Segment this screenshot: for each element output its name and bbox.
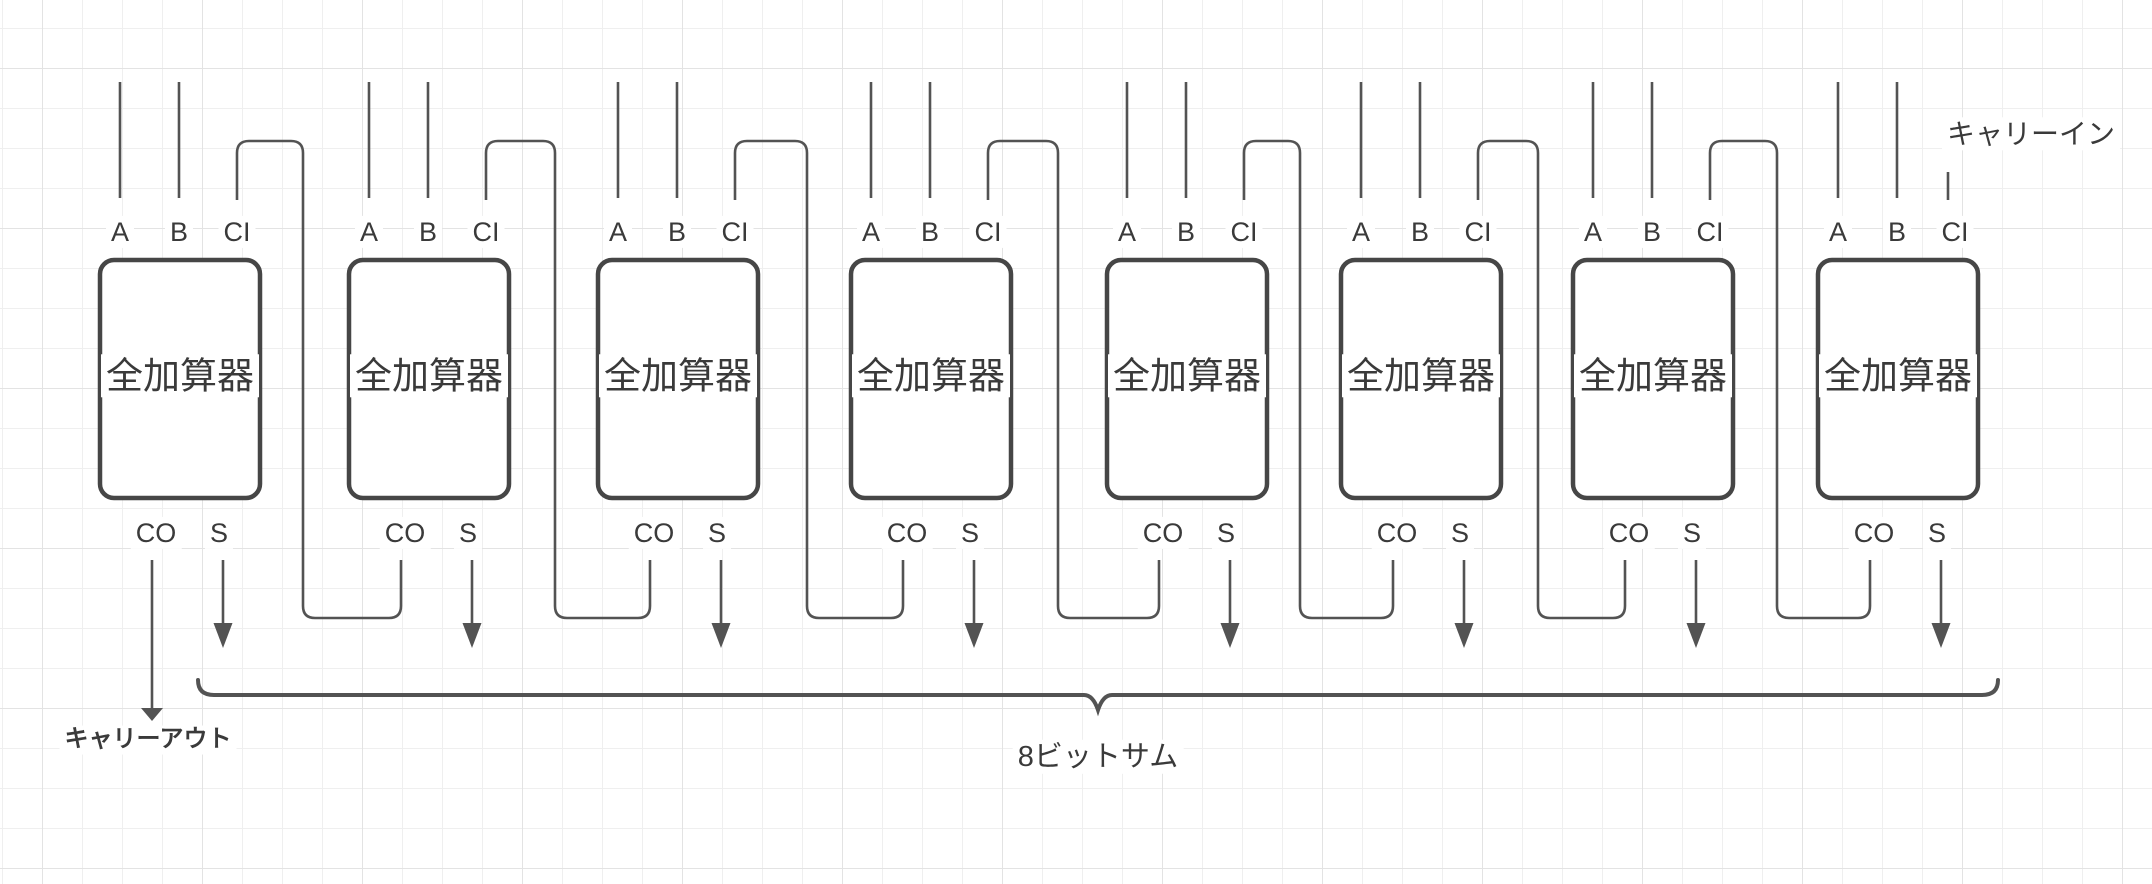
port-label-ci-6: CI [1459, 215, 1497, 249]
port-label-a-1: A [105, 215, 135, 249]
full-adder-2-label: 全加算器 [350, 354, 508, 398]
port-label-co-4: CO [881, 516, 933, 550]
port-label-b-7: B [1637, 215, 1667, 249]
port-label-b-4: B [915, 215, 945, 249]
carry-wire-5 [1242, 139, 1395, 620]
port-label-b-1: B [164, 215, 194, 249]
port-label-a-7: A [1578, 215, 1608, 249]
port-label-co-1: CO [130, 516, 182, 550]
port-label-s-6: S [1445, 516, 1475, 550]
port-label-b-3: B [662, 215, 692, 249]
port-label-a-6: A [1346, 215, 1376, 249]
carry-in-label: キャリーイン [1941, 117, 2121, 151]
sum-arrowhead-1 [213, 623, 233, 648]
full-adder-8-label: 全加算器 [1819, 354, 1977, 398]
sum-arrowhead-3 [711, 623, 731, 648]
port-label-co-3: CO [628, 516, 680, 550]
port-label-co-7: CO [1603, 516, 1655, 550]
carry-out-arrowhead [141, 708, 163, 721]
port-label-b-8: B [1882, 215, 1912, 249]
sum-arrowhead-2 [462, 623, 482, 648]
port-label-b-6: B [1405, 215, 1435, 249]
port-label-s-5: S [1211, 516, 1241, 550]
sum-arrowhead-6 [1454, 623, 1474, 648]
carry-wire-6 [1476, 139, 1627, 620]
carry-wire-3 [733, 139, 905, 620]
port-label-b-2: B [413, 215, 443, 249]
sum-arrowhead-5 [1220, 623, 1240, 648]
port-label-ci-2: CI [467, 215, 505, 249]
sum-bus-label: 8ビットサム [1012, 739, 1184, 775]
full-adder-7-label: 全加算器 [1574, 354, 1732, 398]
port-label-co-8: CO [1848, 516, 1900, 550]
carry-wire-1 [235, 139, 403, 620]
port-label-a-8: A [1823, 215, 1853, 249]
carry-wire-2 [484, 139, 652, 620]
sum-brace [196, 678, 2000, 717]
port-label-s-8: S [1922, 516, 1952, 550]
carry-wire-4 [986, 139, 1161, 620]
carry-wire-7 [1708, 139, 1872, 620]
port-label-s-1: S [204, 516, 234, 550]
port-label-co-6: CO [1371, 516, 1423, 550]
port-label-co-5: CO [1137, 516, 1189, 550]
full-adder-4-label: 全加算器 [852, 354, 1010, 398]
port-label-ci-7: CI [1691, 215, 1729, 249]
port-label-a-5: A [1112, 215, 1142, 249]
port-label-ci-3: CI [716, 215, 754, 249]
port-label-s-3: S [702, 516, 732, 550]
port-label-a-3: A [603, 215, 633, 249]
port-label-a-2: A [354, 215, 384, 249]
port-label-ci-4: CI [969, 215, 1007, 249]
sum-arrowhead-4 [964, 623, 984, 648]
full-adder-5-label: 全加算器 [1108, 354, 1266, 398]
port-label-ci-8: CI [1936, 215, 1974, 249]
port-label-s-4: S [955, 516, 985, 550]
port-label-b-5: B [1171, 215, 1201, 249]
port-label-a-4: A [856, 215, 886, 249]
carry-out-label: キャリーアウト [59, 725, 237, 755]
sum-arrowhead-8 [1931, 623, 1951, 648]
full-adder-1-label: 全加算器 [101, 354, 259, 398]
port-label-s-7: S [1677, 516, 1707, 550]
port-label-ci-5: CI [1225, 215, 1263, 249]
port-label-co-2: CO [379, 516, 431, 550]
full-adder-6-label: 全加算器 [1342, 354, 1500, 398]
full-adder-3-label: 全加算器 [599, 354, 757, 398]
port-label-s-2: S [453, 516, 483, 550]
port-label-ci-1: CI [218, 215, 256, 249]
sum-arrowhead-7 [1686, 623, 1706, 648]
